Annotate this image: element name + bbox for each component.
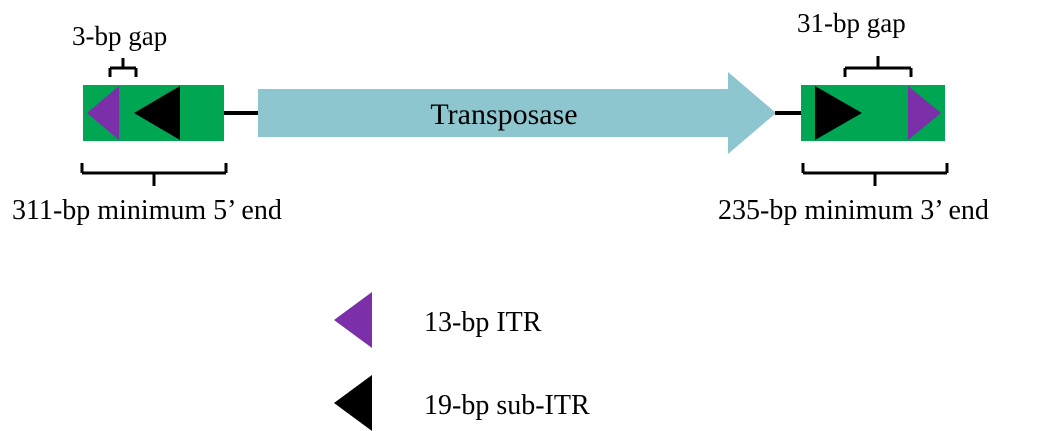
legend-itr-label: 13-bp ITR xyxy=(424,307,542,338)
left-sub-itr-triangle-icon xyxy=(134,86,180,140)
left-region-bracket xyxy=(80,163,228,186)
left-region-label: 311-bp minimum 5’ end xyxy=(12,195,282,226)
left-gap-label: 3-bp gap xyxy=(72,21,167,51)
right-gap-label: 31-bp gap xyxy=(797,8,906,38)
right-end-group: 31-bp gap 235-bp minimum 3’ end xyxy=(718,8,989,226)
left-gap-bracket xyxy=(108,58,138,77)
legend-itr-triangle-icon xyxy=(334,292,372,348)
left-end-group: 3-bp gap 311-bp minimum 5’ end xyxy=(12,21,282,226)
transposase-gene-group: Transposase xyxy=(258,72,776,154)
legend-sub-itr-triangle-icon xyxy=(334,375,372,431)
right-region-bracket xyxy=(801,163,949,186)
left-itr-triangle-icon xyxy=(87,86,119,140)
right-itr-triangle-icon xyxy=(908,86,941,140)
legend-item-sub-itr: 19-bp sub-ITR xyxy=(334,375,590,431)
legend-group: 13-bp ITR 19-bp sub-ITR xyxy=(334,292,590,431)
right-region-label: 235-bp minimum 3’ end xyxy=(718,195,989,226)
transposase-arrow-shape xyxy=(258,72,776,154)
right-gap-bracket xyxy=(843,56,913,77)
right-sub-itr-triangle-icon xyxy=(815,86,862,140)
transposase-label: Transposase xyxy=(430,98,577,131)
legend-item-itr: 13-bp ITR xyxy=(334,292,542,348)
legend-sub-itr-label: 19-bp sub-ITR xyxy=(424,390,590,421)
